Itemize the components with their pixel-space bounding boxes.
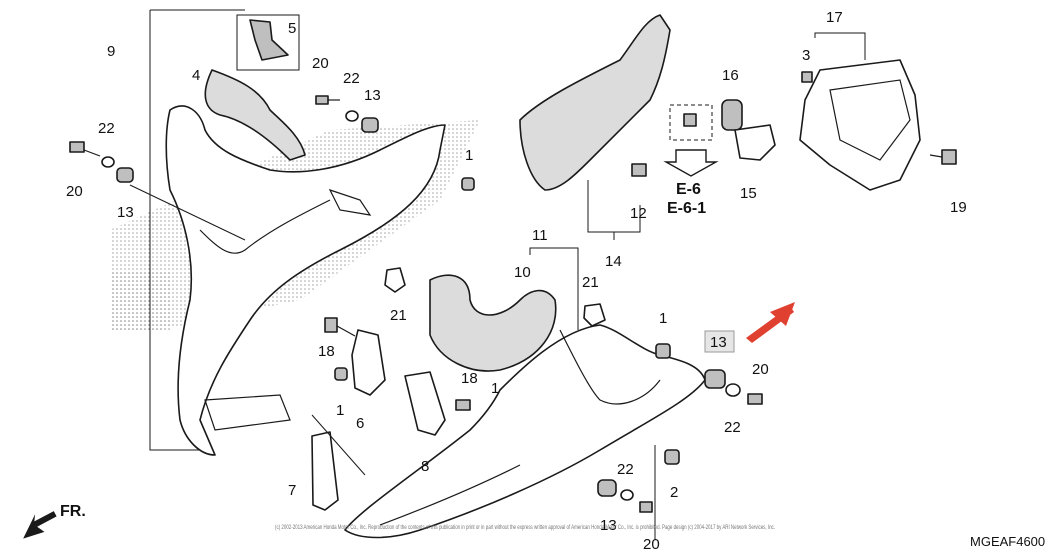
callout-22-bottom[interactable]: 22: [617, 461, 634, 478]
callout-21-left[interactable]: 21: [390, 307, 407, 324]
part-15-bracket[interactable]: [734, 124, 776, 161]
callout-20-bottom[interactable]: 20: [643, 536, 660, 553]
part-11-under-cowl[interactable]: [344, 324, 706, 539]
part-20-left-bolt[interactable]: [69, 141, 101, 157]
callout-7[interactable]: 7: [288, 482, 296, 499]
callout-13-bottom[interactable]: 13: [600, 517, 617, 534]
callout-2[interactable]: 2: [670, 484, 678, 501]
callout-21-right[interactable]: 21: [582, 274, 599, 291]
callout-22-right[interactable]: 22: [724, 419, 741, 436]
callout-3[interactable]: 3: [802, 47, 810, 64]
callout-10[interactable]: 10: [514, 264, 531, 281]
part-7-bracket[interactable]: [311, 431, 339, 511]
callout-6[interactable]: 6: [356, 415, 364, 432]
highlighted-callout-13[interactable]: 13: [704, 330, 735, 353]
fr-direction-arrow: FR.: [23, 503, 86, 539]
ref-label-e6[interactable]: E-6: [676, 181, 701, 198]
part-18-bolt-center[interactable]: [455, 399, 471, 411]
callout-14[interactable]: 14: [605, 253, 622, 270]
part-13-grommet-left[interactable]: [116, 167, 134, 183]
part-8-bracket[interactable]: [404, 371, 446, 436]
part-19-bolt[interactable]: [941, 149, 957, 165]
part-13-grommet-right[interactable]: [704, 369, 726, 389]
callout-17[interactable]: 17: [826, 9, 843, 26]
callout-1-left[interactable]: 1: [336, 402, 344, 419]
part-3-screw[interactable]: [801, 71, 813, 83]
part-14-air-duct[interactable]: [519, 14, 671, 191]
part-2-nut[interactable]: [664, 449, 680, 465]
diagram-code: MGEAF4600: [970, 534, 1045, 549]
svg-text:13[interactable]: 13: [710, 334, 727, 351]
part-13-grommet-upper[interactable]: [361, 117, 379, 133]
part-22-washer-upper[interactable]: [345, 110, 359, 122]
part-12-nut[interactable]: [631, 163, 647, 177]
callout-19[interactable]: 19: [950, 199, 967, 216]
callout-11[interactable]: 11: [532, 227, 548, 244]
callout-20-right[interactable]: 20: [752, 361, 769, 378]
part-1-nut-right[interactable]: [655, 343, 671, 359]
bracket-17: [814, 32, 866, 60]
part-1-nut-left[interactable]: [334, 367, 348, 381]
bracket-11: [529, 247, 579, 330]
bracket-9: [149, 10, 200, 451]
part-5[interactable]: [236, 14, 300, 71]
copyright-text: (c) 2002-2013 American Honda Motor Co., …: [275, 525, 775, 531]
callout-20-upper[interactable]: 20: [312, 55, 329, 72]
callout-15[interactable]: 15: [740, 185, 757, 202]
part-17-box-assembly[interactable]: [799, 59, 921, 191]
part-21-clip-left[interactable]: [384, 267, 406, 293]
ref-label-e6-1[interactable]: E-6-1: [667, 200, 706, 217]
callout-18-left[interactable]: 18: [318, 343, 335, 360]
callout-18-center[interactable]: 18: [461, 370, 478, 387]
callout-20-left[interactable]: 20: [66, 183, 83, 200]
callout-9[interactable]: 9: [107, 43, 115, 60]
part-21-clip-right[interactable]: [583, 303, 606, 327]
fr-label: FR.: [60, 503, 86, 520]
callout-22-left[interactable]: 22: [98, 120, 115, 137]
part-4[interactable]: [204, 69, 306, 161]
part-6-bracket[interactable]: [351, 329, 386, 396]
callout-16[interactable]: 16: [722, 67, 739, 84]
callout-1-top[interactable]: 1: [465, 147, 473, 164]
reference-box[interactable]: [663, 104, 719, 177]
callout-13-left[interactable]: 13: [117, 204, 134, 221]
callout-22-upper[interactable]: 22: [343, 70, 360, 87]
part-22-washer-bottom[interactable]: [620, 489, 634, 501]
part-16-grommet[interactable]: [721, 99, 743, 131]
part-20-upper-bolt[interactable]: [315, 95, 340, 105]
ref-arrow: [663, 149, 719, 177]
part-22-washer-left[interactable]: [101, 156, 115, 168]
part-13-grommet-bottom[interactable]: [597, 479, 617, 497]
callout-8[interactable]: 8: [421, 458, 429, 475]
part-1-nut-top[interactable]: [461, 177, 475, 191]
part-20-bolt-right[interactable]: [747, 393, 763, 405]
callout-13-upper[interactable]: 13: [364, 87, 381, 104]
part-18-bolt-left[interactable]: [324, 317, 338, 333]
part-22-washer-right[interactable]: [725, 383, 741, 397]
callout-12[interactable]: 12: [630, 205, 647, 222]
callout-5[interactable]: 5: [288, 20, 296, 37]
part-20-bolt-bottom[interactable]: [639, 501, 653, 513]
callouts: 9 5 4 20 22 13 22 20 13 1 11 10 21 21 14…: [66, 9, 967, 553]
callout-1-right[interactable]: 1: [659, 310, 667, 327]
part-10-inner-liner[interactable]: [429, 274, 557, 372]
part-9-left-cowl[interactable]: [165, 105, 446, 456]
callout-4[interactable]: 4: [192, 67, 200, 84]
callout-1-center[interactable]: 1: [491, 380, 499, 397]
